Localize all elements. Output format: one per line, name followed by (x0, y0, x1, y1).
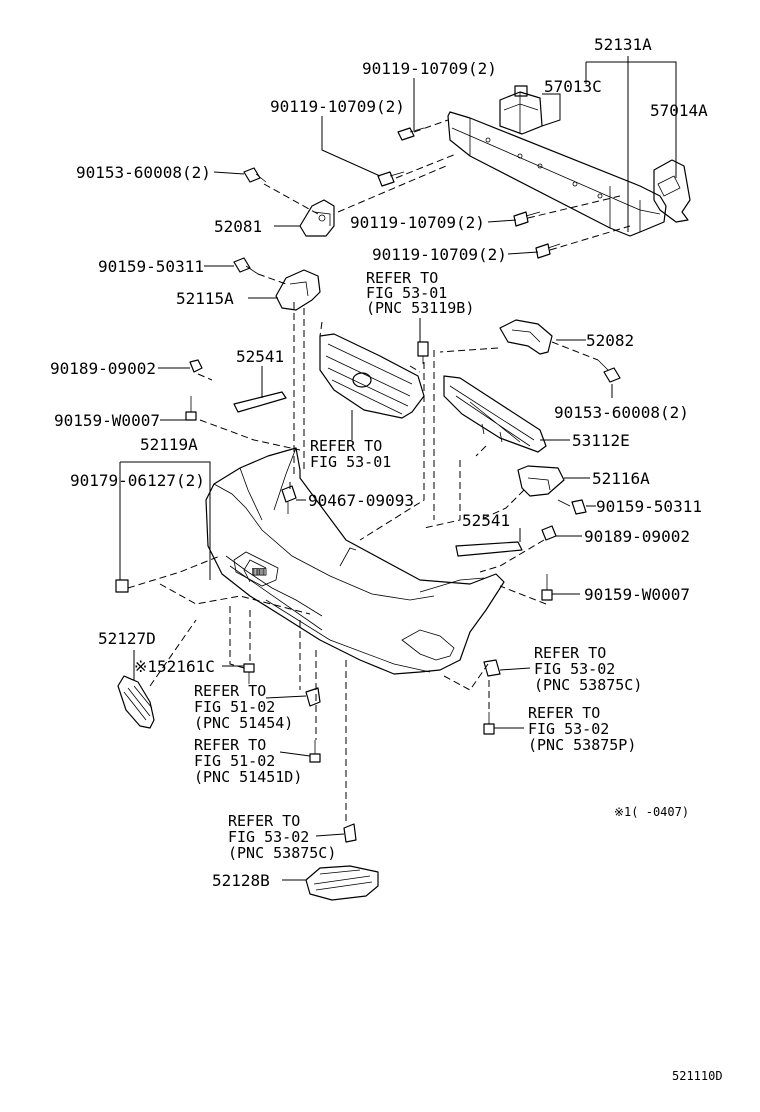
bracket-52115a (275, 269, 321, 311)
bolt-90159-50311-left (233, 257, 259, 275)
bracket-52082 (499, 319, 553, 355)
bolt-right-1 (513, 211, 541, 227)
clip-90189-left (189, 359, 203, 373)
ref7-line2: FIG 53-02 (228, 828, 309, 846)
label-57014a: 57014A (650, 101, 708, 120)
ref4-line1: REFER TO (194, 736, 266, 754)
ref7-line3: (PNC 53875C) (228, 844, 336, 862)
clip-90189-right (541, 525, 557, 541)
label-90159-w0007-b: 90159-W0007 (584, 585, 690, 604)
label-90119-b: 90119-10709(2) (270, 97, 405, 116)
bumper-cover: ▥▥ (205, 447, 505, 675)
label-52541-b: 52541 (462, 511, 510, 530)
bolt-90159-50311-right (557, 499, 587, 515)
molding-52541-left (233, 391, 287, 413)
label-90153-a: 90153-60008(2) (76, 163, 211, 182)
screw-51451d (309, 740, 321, 763)
label-90159-50311-a: 90159-50311 (98, 257, 204, 276)
grille-insert-52127d (117, 675, 155, 729)
clip-53119b (417, 341, 429, 364)
nut-90179 (115, 579, 129, 593)
label-90467: 90467-09093 (308, 491, 414, 510)
label-90179: 90179-06127(2) (70, 471, 205, 490)
molding-52541-right (455, 541, 523, 557)
ref1-line1: REFER TO (366, 269, 438, 287)
label-52081: 52081 (214, 217, 262, 236)
bolt-90153-left (243, 167, 267, 183)
sensor-57013c (499, 85, 543, 135)
bracket-52116a (517, 465, 565, 497)
ref5-line1: REFER TO (534, 644, 606, 662)
ref6-line1: REFER TO (528, 704, 600, 722)
label-90189-b: 90189-09002 (584, 527, 690, 546)
svg-text:▥▥: ▥▥ (252, 564, 267, 578)
label-52116a: 52116A (592, 469, 650, 488)
screw-w0007-left (185, 396, 197, 421)
sensor-57014a (653, 159, 691, 223)
ref6-line2: FIG 53-02 (528, 720, 609, 738)
label-57013c: 57013C (544, 77, 602, 96)
bolt-left-lower (377, 171, 405, 187)
label-90119-a: 90119-10709(2) (362, 59, 497, 78)
label-52119a: 52119A (140, 435, 198, 454)
ref2-line2: FIG 53-01 (310, 453, 391, 471)
ref4-line3: (PNC 51451D) (194, 768, 302, 786)
ref4-line2: FIG 51-02 (194, 752, 275, 770)
bumper-reinforcement (447, 111, 667, 237)
ref7-line1: REFER TO (228, 812, 300, 830)
ref5-line2: FIG 53-02 (534, 660, 615, 678)
bracket-52081 (299, 199, 335, 237)
grille-insert-52128b (305, 865, 379, 901)
label-52541-a: 52541 (236, 347, 284, 366)
label-52161c: ※152161C (134, 657, 215, 676)
clip-90467 (281, 485, 297, 514)
bolt-right-2 (535, 243, 561, 259)
note-range: ※1( -0407) (614, 805, 689, 819)
ref3-line1: REFER TO (194, 682, 266, 700)
label-53112e: 53112E (572, 431, 630, 450)
label-90159-50311-b: 90159-50311 (596, 497, 702, 516)
bracket-53875c-right (483, 659, 501, 677)
bracket-51454 (305, 687, 321, 707)
label-90119-d: 90119-10709(2) (372, 245, 507, 264)
label-52082: 52082 (586, 331, 634, 350)
screw-53875p (483, 712, 495, 735)
ref2-line1: REFER TO (310, 437, 382, 455)
bolt-90153-right (597, 359, 621, 383)
ref5-line3: (PNC 53875C) (534, 676, 642, 694)
grille (319, 321, 425, 419)
screw-w0007-right (541, 574, 553, 601)
figure-code: 521110D (672, 1069, 723, 1083)
ref3-line3: (PNC 51454) (194, 714, 293, 732)
bolt-upper-left (397, 127, 425, 141)
label-90159-w0007-a: 90159-W0007 (54, 411, 160, 430)
screw-52161c (243, 663, 255, 684)
ref3-line2: FIG 51-02 (194, 698, 275, 716)
label-52131a: 52131A (594, 35, 652, 54)
bracket-53875c-bottom (343, 823, 357, 843)
ref6-line3: (PNC 53875P) (528, 736, 636, 754)
label-90119-c: 90119-10709(2) (350, 213, 485, 232)
label-52128b: 52128B (212, 871, 270, 890)
label-90153-b: 90153-60008(2) (554, 403, 689, 422)
label-90189-a: 90189-09002 (50, 359, 156, 378)
label-52127d: 52127D (98, 629, 156, 648)
ref1-line2: FIG 53-01 (366, 284, 447, 302)
lower-grille-53112e (443, 375, 547, 453)
ref1-line3: (PNC 53119B) (366, 299, 474, 317)
label-52115a: 52115A (176, 289, 234, 308)
